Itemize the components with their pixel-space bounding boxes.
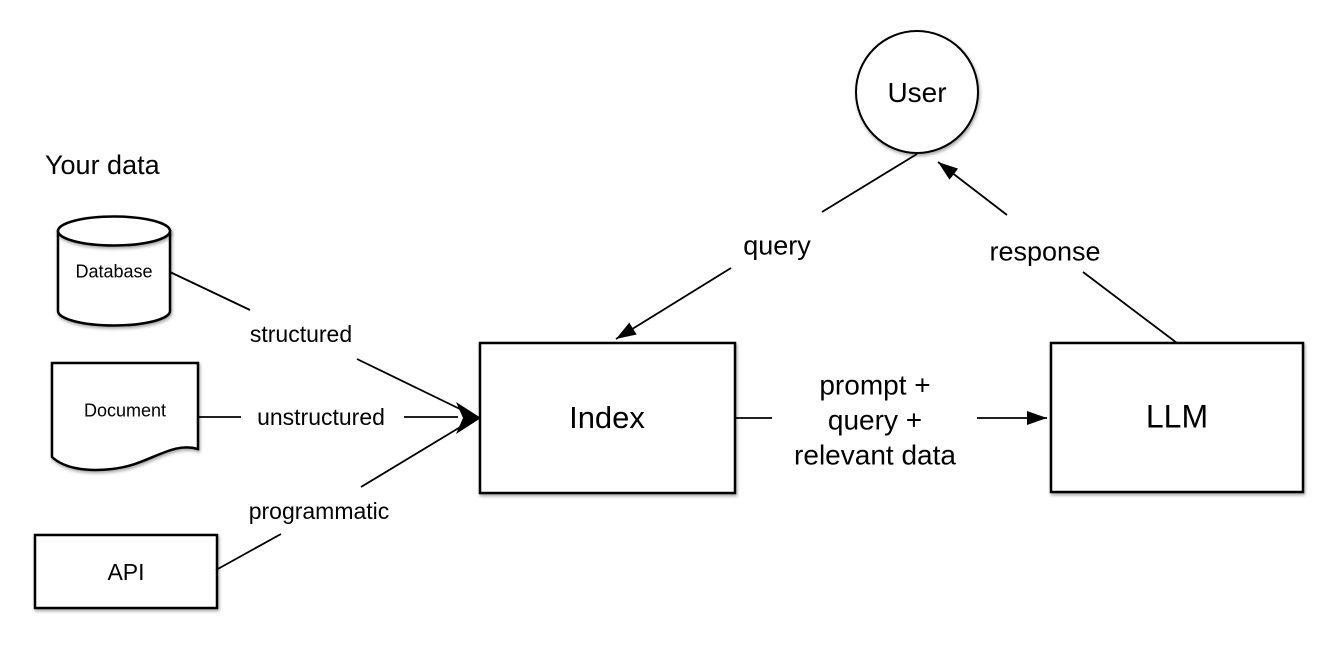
structured-edge-label: structured <box>249 320 353 347</box>
database-node-label: Database <box>75 261 153 282</box>
unstructured-edge-label: unstructured <box>257 403 385 430</box>
user-circle <box>855 30 979 154</box>
index-box <box>478 341 737 495</box>
api-node-label: API <box>107 558 145 585</box>
database-cylinder-body <box>56 229 172 327</box>
structured-edge-line-right <box>356 358 463 411</box>
your-data-section-label: Your data <box>45 150 160 180</box>
query-edge-line-lower <box>615 267 732 340</box>
database-cylinder-top <box>56 215 172 247</box>
query-edge-line-upper <box>821 153 918 213</box>
prompt-edge-label-line3: relevant data <box>794 439 956 471</box>
programmatic-edge-label: programmatic <box>248 497 390 524</box>
response-edge-line-lower <box>1082 271 1178 344</box>
index-input-arrowhead-icon <box>456 402 481 434</box>
api-box <box>33 533 219 610</box>
prompt-edge-label-line2: query + <box>827 404 923 436</box>
user-node-label: User <box>887 76 947 108</box>
programmatic-edge-line-left <box>215 533 282 571</box>
llm-node-label: LLM <box>1145 398 1209 435</box>
prompt-edge-label-line1: prompt + <box>819 369 931 401</box>
programmatic-edge-line-right <box>360 425 463 488</box>
response-edge-line-upper <box>937 161 1008 216</box>
document-node-label: Document <box>83 400 167 421</box>
response-edge-label: response <box>989 236 1101 267</box>
database-shape <box>56 215 172 327</box>
query-edge-label: query <box>743 230 811 261</box>
prompt-edge-label: prompt + query + relevant data <box>794 368 956 473</box>
structured-edge-line-left <box>169 271 251 311</box>
document-shape <box>50 361 200 472</box>
index-node-label: Index <box>569 400 645 436</box>
llm-box <box>1049 341 1305 494</box>
